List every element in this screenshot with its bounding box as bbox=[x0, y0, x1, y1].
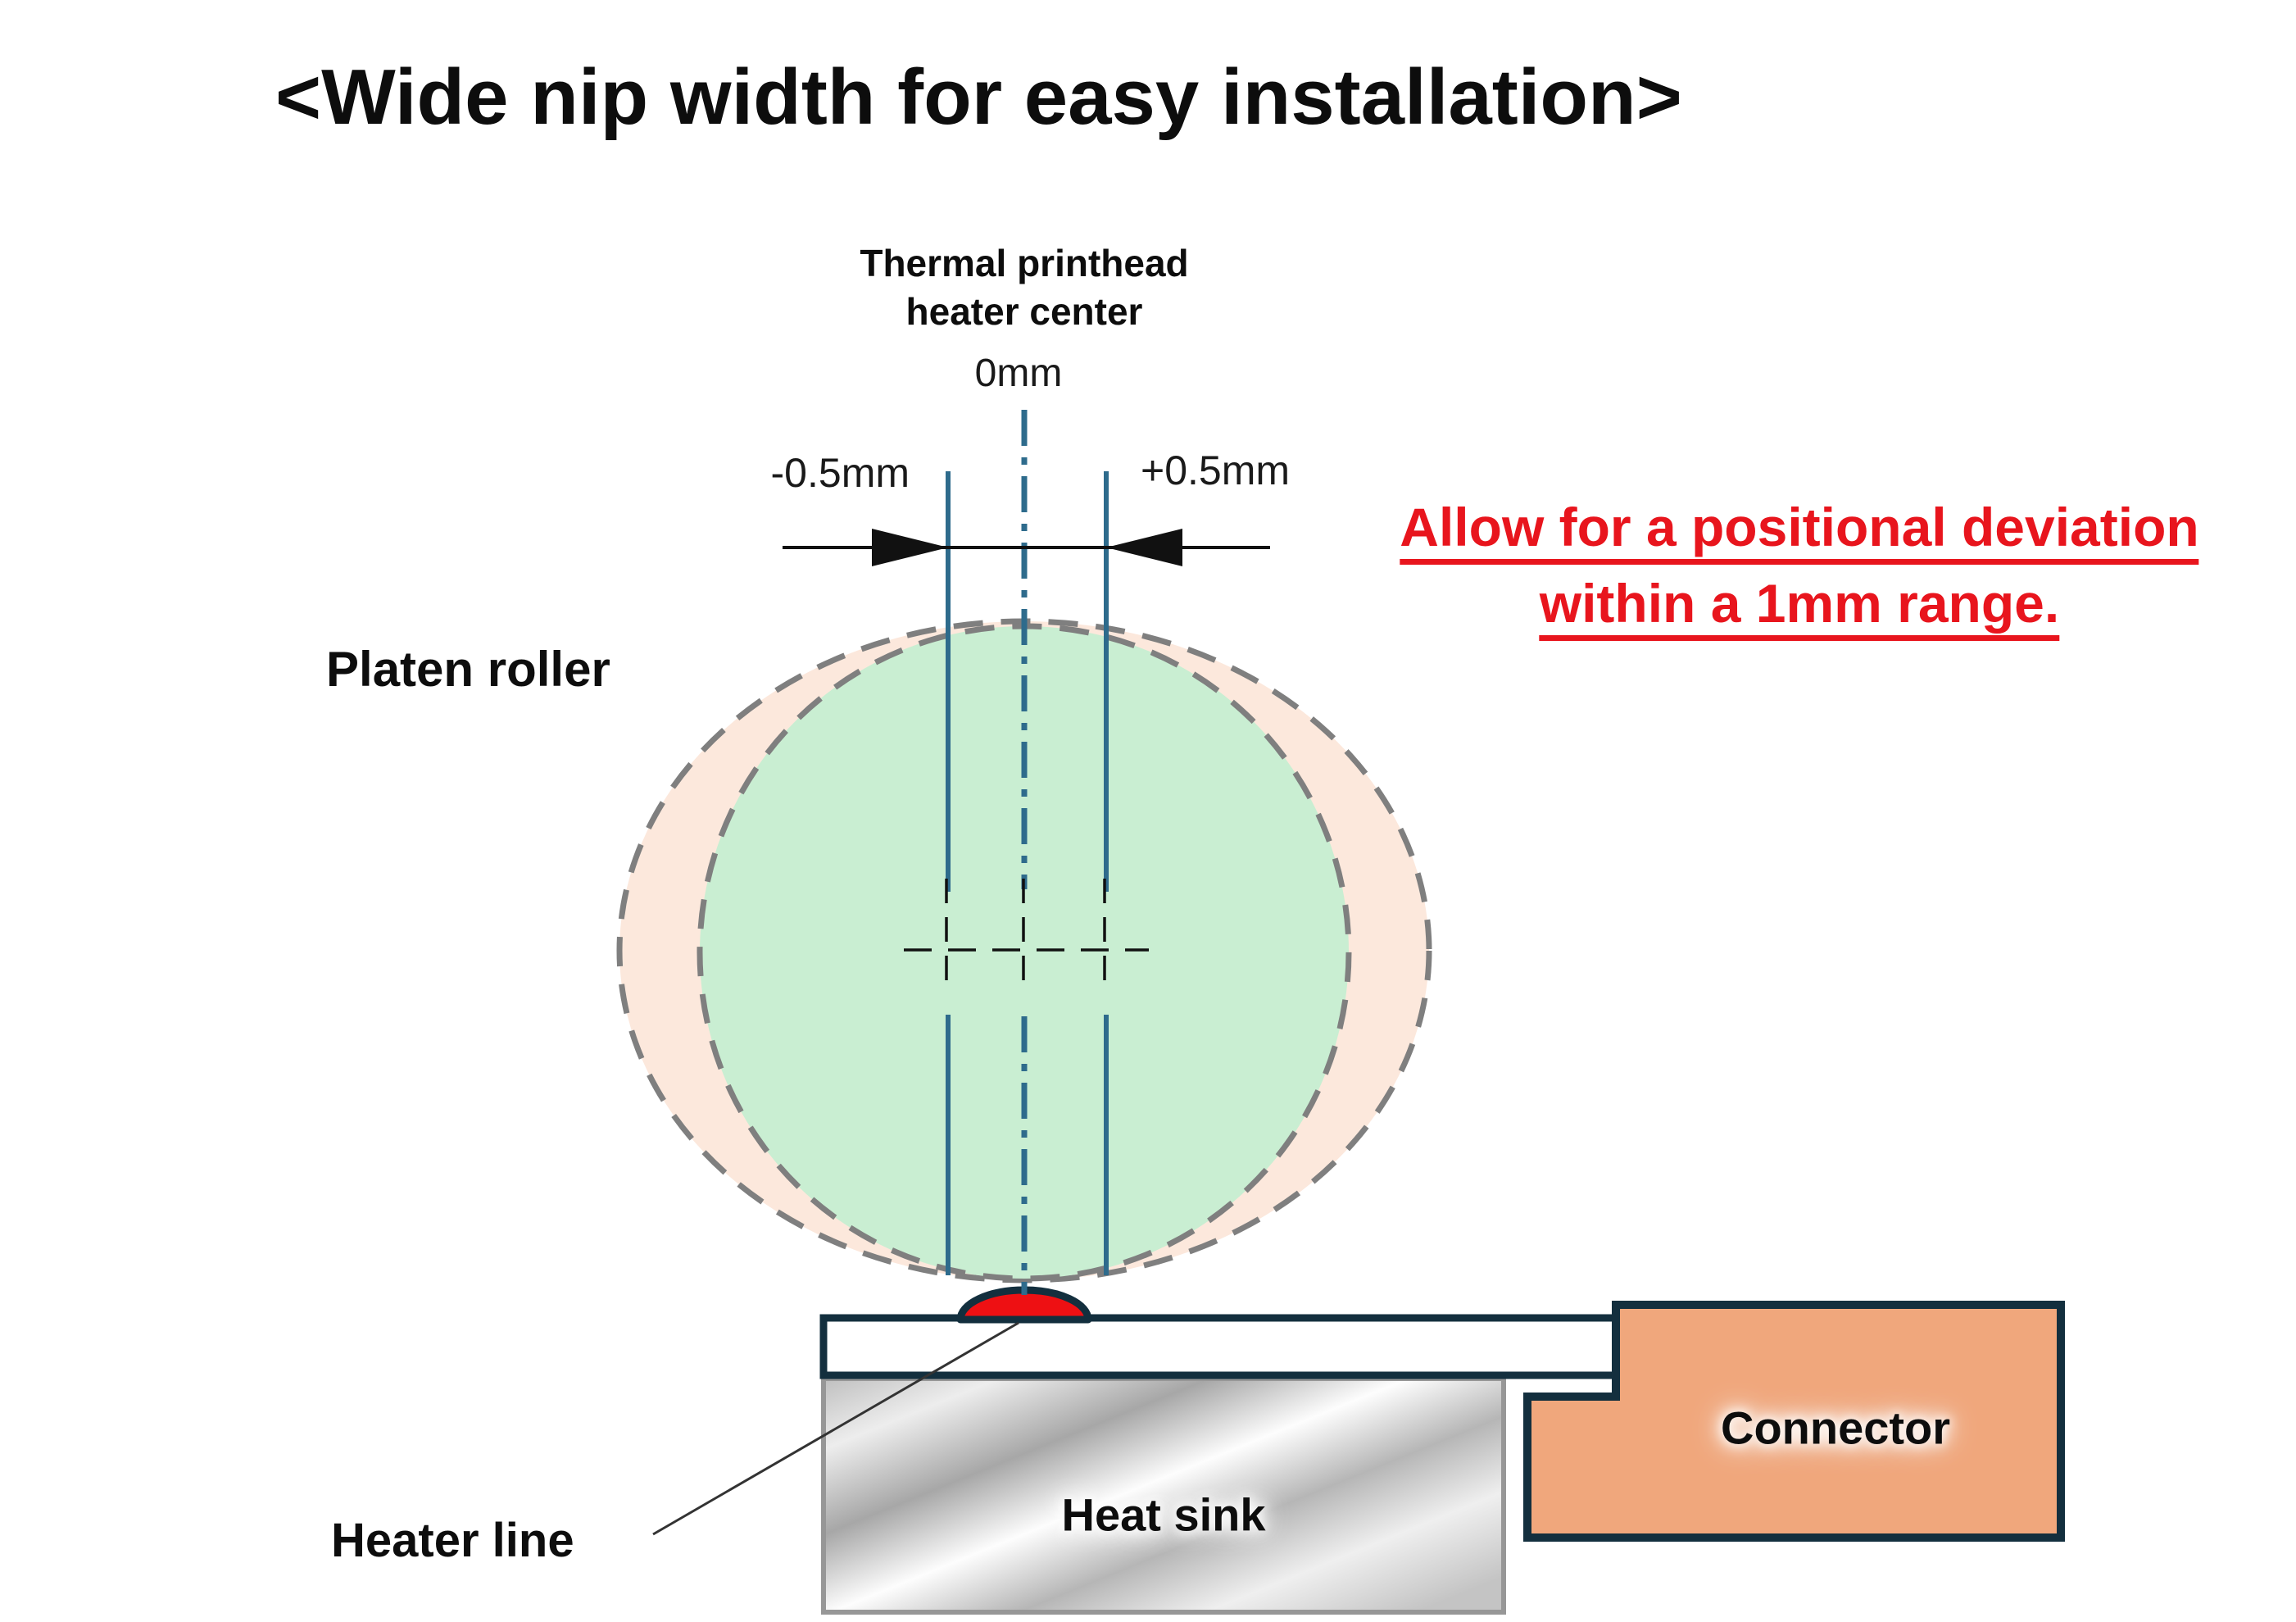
positional-deviation-note: Allow for a positional deviation within … bbox=[1400, 500, 2199, 652]
note-line2: within a 1mm range. bbox=[1539, 576, 2060, 641]
connector-label: Connector bbox=[1721, 1402, 1950, 1454]
heater-line-label: Heater line bbox=[331, 1514, 574, 1567]
dimension-arrowhead-right bbox=[1106, 529, 1182, 566]
printhead-heater-center-label: Thermal printhead heater center bbox=[860, 239, 1188, 336]
heat-sink-label: Heat sink bbox=[1061, 1488, 1266, 1541]
printhead-heater-center-line1: Thermal printhead bbox=[860, 242, 1189, 284]
connector-body bbox=[1523, 1301, 2065, 1542]
platen-roller-label: Platen roller bbox=[326, 642, 610, 697]
dimension-arrowhead-left bbox=[872, 529, 948, 566]
zero-mm-label: 0mm bbox=[974, 352, 1063, 395]
heater-line-dome bbox=[956, 1286, 1092, 1324]
note-line1: Allow for a positional deviation bbox=[1400, 500, 2199, 565]
minus-half-mm-label: -0.5mm bbox=[770, 450, 910, 496]
heat-sink-body bbox=[821, 1376, 1506, 1615]
heater-leader-line bbox=[652, 1321, 1019, 1536]
page-title: <Wide nip width for easy installation> bbox=[275, 53, 1682, 141]
plus-half-mm-label: +0.5mm bbox=[1141, 448, 1291, 493]
printhead-heater-center-line2: heater center bbox=[905, 289, 1143, 333]
